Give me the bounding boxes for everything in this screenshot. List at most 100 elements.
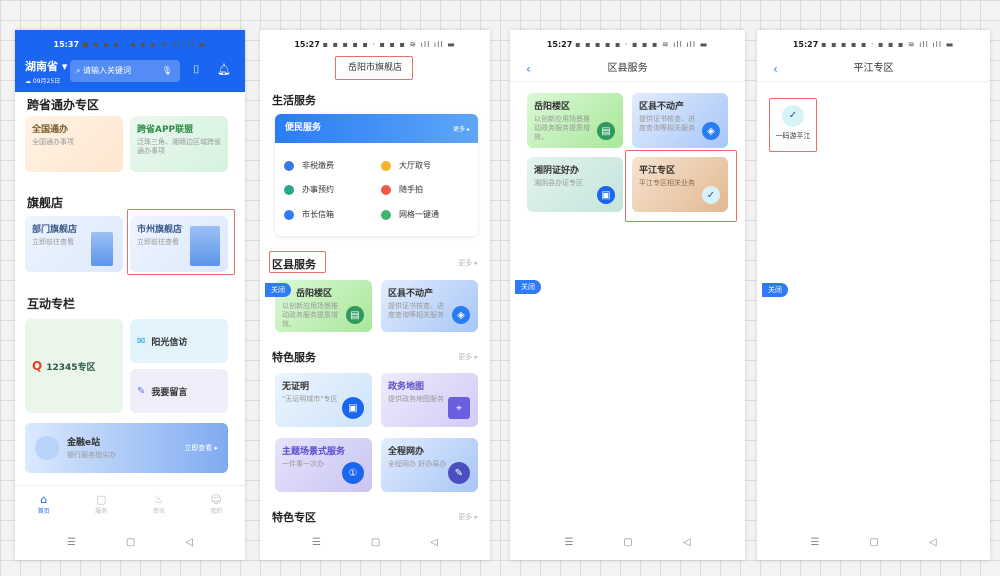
home-button-icon: ▢	[623, 537, 633, 548]
tab-news[interactable]: ♨资讯	[152, 492, 165, 515]
service-item[interactable]: 网格一键通	[381, 209, 439, 220]
highlight-box	[625, 150, 737, 222]
card-leave-message[interactable]: ✎我要留言	[130, 369, 228, 413]
building-icon	[190, 226, 220, 266]
county-card[interactable]: 区县不动产提供证书核查、进度查询等相关服务◈	[632, 93, 728, 148]
more-link[interactable]: 更多 ▸	[453, 126, 470, 133]
feature-card[interactable]: 政务地图提供政务地图服务⌖	[381, 373, 478, 427]
card-app-alliance[interactable]: 跨省APP联盟泛珠三角、湘赣边区域跨省通办事项	[130, 116, 228, 172]
back-icon: ◁	[682, 537, 691, 548]
page-title: 岳阳市旗舰店	[347, 63, 402, 73]
mic-icon[interactable]: 🎙︎	[161, 66, 172, 75]
service-item[interactable]: 办事预约	[284, 184, 334, 195]
app-item-pingjiang-tour[interactable]: ✓ 一码游平江	[769, 98, 817, 152]
search-input[interactable]: ⌕ 请输入关键词🎙︎	[70, 60, 180, 82]
building-icon	[91, 232, 113, 266]
feature-card[interactable]: 无证明"无证明城市"专区▣	[275, 373, 372, 427]
home-button-icon: ▢	[370, 537, 381, 548]
section-title: 特色专区	[272, 511, 316, 524]
more-link[interactable]: 更多 ▸	[458, 513, 478, 521]
time: 15:37	[53, 40, 80, 49]
page-title: 区县服务	[607, 63, 648, 74]
tab-mine[interactable]: ☺我的	[210, 492, 223, 515]
service-item[interactable]: 非税缴费	[284, 160, 334, 171]
back-icon: ◁	[430, 537, 439, 548]
page-title: 平江专区	[853, 63, 894, 74]
12345-logo-icon: Q	[32, 359, 43, 373]
county-card[interactable]: 岳阳楼区以创新应用场景推动政务服务提质增效。▤	[275, 280, 372, 332]
mail-icon: ✉	[137, 335, 146, 347]
home-button-icon: ▢	[125, 537, 136, 548]
one-icon: ①	[342, 462, 364, 484]
home-button-icon: ▢	[869, 537, 879, 548]
system-nav[interactable]: ☰ ▢ ◁	[510, 537, 745, 548]
menu-icon: ☰	[810, 537, 820, 548]
nav-bar: ‹ 平江专区	[757, 56, 990, 82]
more-link[interactable]: 更多 ▸	[458, 259, 478, 267]
home-icon: ⌂	[40, 492, 48, 506]
scan-icon[interactable]: ⌷	[193, 63, 200, 76]
phone-home-screen: 15:37 ● ▪ ▪ ▪ · ▪ ▪ ▪ ≋ ıll ıll ▬ 湖南省 ▾ …	[15, 30, 245, 560]
back-arrow-icon[interactable]: ‹	[526, 62, 531, 76]
section-title: 跨省通办专区	[27, 98, 100, 112]
section-title: 互动专栏	[27, 297, 76, 311]
system-nav[interactable]: ☰▢◁	[15, 537, 245, 548]
card-city-store[interactable]: 市州旗舰店立即前往查看	[130, 216, 228, 272]
system-nav[interactable]: ☰ ▢ ◁	[260, 537, 490, 548]
tab-service[interactable]: ▢服务	[95, 492, 108, 515]
convenience-header: 便民服务	[275, 114, 478, 143]
pingjiang-logo-icon: ✓	[702, 186, 720, 204]
menu-icon: ☰	[311, 537, 321, 548]
status-bar: 15:27 ▪ ▪ ▪ ▪ ▪ · ▪ ▪ ▪ ≋ ıll ıll ▬	[294, 40, 456, 49]
service-item[interactable]: 随手拍	[381, 184, 423, 195]
property-icon: ◈	[452, 306, 470, 324]
tab-bar: ⌂首页 ▢服务 ♨资讯 ☺我的	[15, 485, 245, 521]
phone-county-services: 15:27 ▪ ▪ ▪ ▪ ▪ · ▪ ▪ ▪ ≋ ıll ıll ▬ ‹ 区县服…	[510, 30, 745, 560]
pingjiang-logo-icon: ✓	[782, 105, 804, 127]
certificate-icon: ▣	[597, 186, 615, 204]
section-title: 旗舰店	[27, 196, 64, 210]
certificate-icon: ▣	[342, 397, 364, 419]
map-icon: ⌖	[448, 397, 470, 419]
document-icon: ✎	[448, 462, 470, 484]
status-bar: 15:27 ▪ ▪ ▪ ▪ ▪ · ▪ ▪ ▪ ≋ ıll ıll ▬	[792, 40, 955, 49]
section-title: 特色服务	[272, 351, 316, 364]
highlight-box	[269, 251, 326, 273]
menu-icon: ☰	[66, 537, 76, 548]
app-item-label: 一码游平江	[775, 132, 811, 140]
header	[15, 30, 245, 92]
more-link[interactable]: 更多 ▸	[458, 353, 478, 361]
back-arrow-icon[interactable]: ‹	[773, 62, 778, 76]
news-icon: ♨	[153, 492, 164, 506]
card-sunshine-letters[interactable]: ✉阳光信访	[130, 319, 228, 363]
card-finance[interactable]: 金融e站银行服务指尖办 立即查看 ▸	[25, 423, 228, 473]
service-item[interactable]: 大厅取号	[381, 160, 431, 171]
service-icon: ▢	[96, 492, 107, 506]
section-title: 区县服务	[272, 258, 316, 271]
feature-card[interactable]: 全程网办全程网办 好办易办✎	[381, 438, 478, 492]
system-nav[interactable]: ☰▢◁	[757, 537, 990, 548]
close-button[interactable]: 关闭	[265, 283, 291, 297]
county-card[interactable]: 岳阳楼区以创新应用场景推动政务服务提质增效。▤	[527, 93, 623, 148]
status-bar: 15:27 ▪ ▪ ▪ ▪ ▪ · ▪ ▪ ▪ ≋ ıll ıll ▬	[546, 40, 709, 49]
property-icon: ◈	[702, 122, 720, 140]
card-dept-store[interactable]: 部门旗舰店立即前往查看	[25, 216, 123, 272]
tab-home[interactable]: ⌂首页	[37, 492, 50, 515]
close-button[interactable]: 关闭	[515, 280, 541, 294]
county-card[interactable]: 湘阴证好办湘阴县办证专区▣	[527, 157, 623, 212]
bell-icon[interactable]: 🔔︎	[217, 63, 231, 76]
service-item[interactable]: 市长信箱	[284, 209, 334, 220]
view-now-link[interactable]: 立即查看 ▸	[184, 444, 218, 452]
card-national[interactable]: 全国通办全国通办事项	[25, 116, 123, 172]
menu-icon: ☰	[564, 537, 574, 548]
pencil-icon: ✎	[137, 385, 146, 397]
county-card-pingjiang[interactable]: 平江专区平江专区相关业务✓	[632, 157, 728, 212]
county-card[interactable]: 区县不动产提供证书核查、进度查询等相关服务◈	[381, 280, 478, 332]
province-selector[interactable]: 湖南省 ▾	[25, 60, 68, 73]
close-button[interactable]: 关闭	[762, 283, 788, 297]
phone-city-store: 15:27 ▪ ▪ ▪ ▪ ▪ · ▪ ▪ ▪ ≋ ıll ıll ▬ 岳阳市旗…	[260, 30, 490, 560]
store-icon: ▤	[597, 122, 615, 140]
store-icon: ▤	[346, 306, 364, 324]
